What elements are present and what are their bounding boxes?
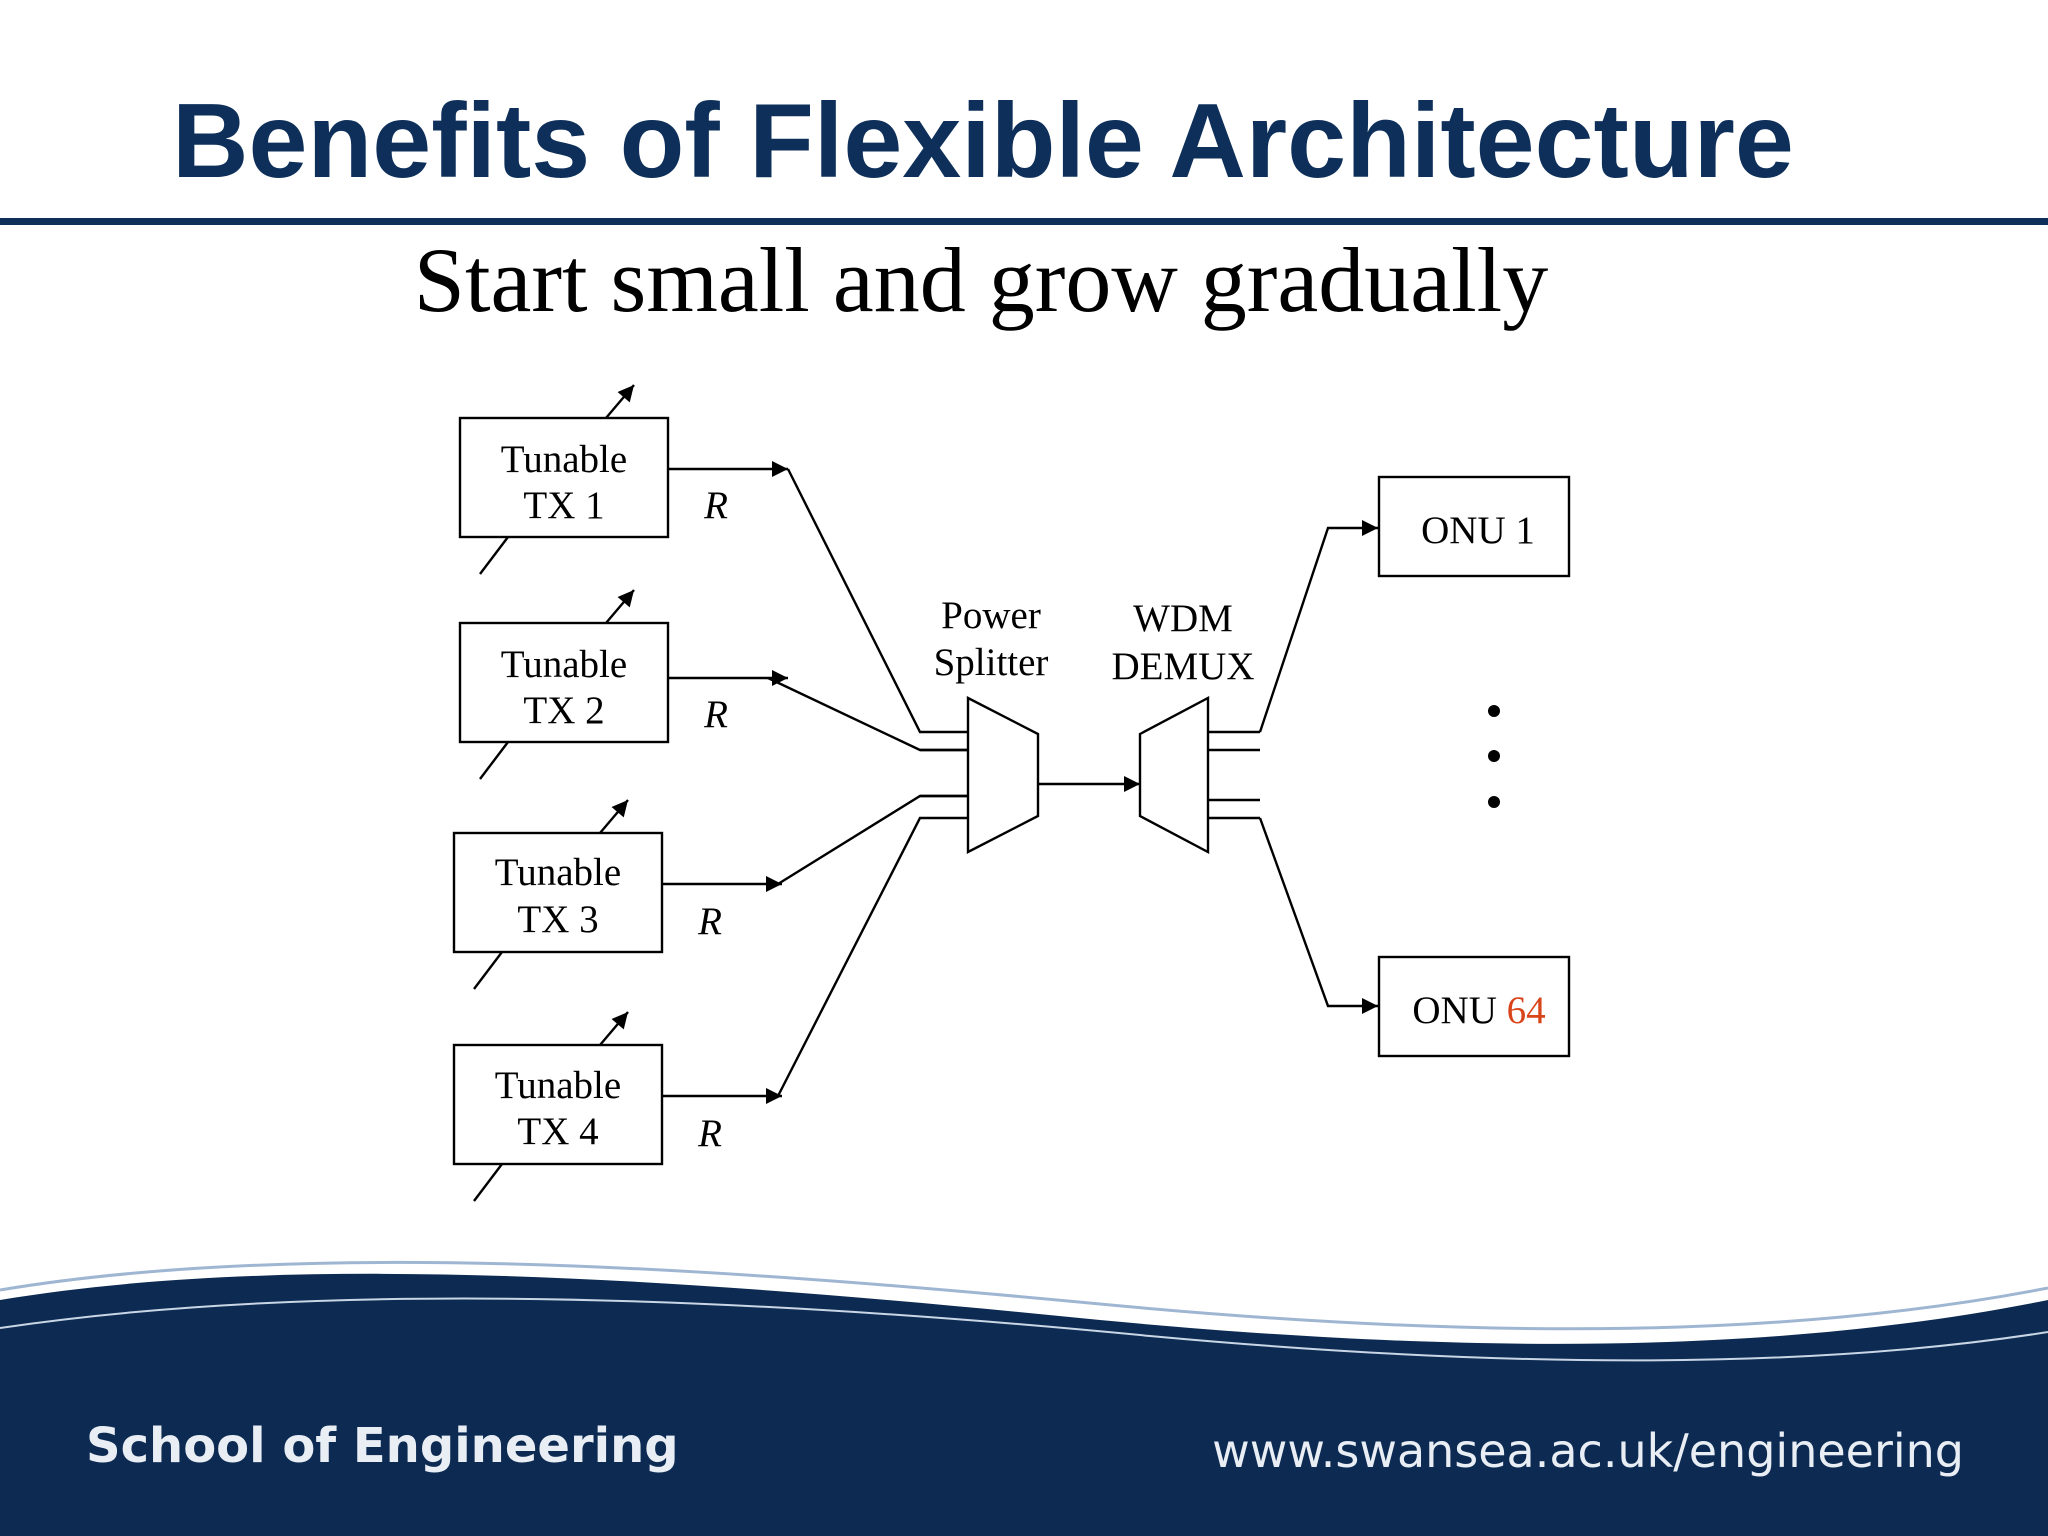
title-divider [0, 218, 2048, 225]
demux-label-line1: WDM [1133, 597, 1233, 640]
fiber-tx2-to-splitter [767, 676, 968, 752]
onu-1-prefix: ONU [1421, 509, 1506, 552]
footer-school-name: School of Engineering [86, 1418, 679, 1474]
onu-64-prefix: ONU [1412, 989, 1497, 1032]
fiber-tx4-to-splitter [776, 816, 968, 1097]
onu-1-number: 1 [1515, 509, 1535, 552]
tx-4-rate: R [697, 1112, 722, 1155]
onu-64-box [1377, 955, 1571, 1058]
fiber-demux-to-onu-64 [1258, 817, 1378, 1014]
tx-box [452, 1043, 664, 1166]
onu-64-label: ONU 64 [1412, 989, 1545, 1032]
onu-64-number: 64 [1507, 989, 1546, 1032]
tx-2-label-line1: Tunable [501, 643, 627, 686]
tx-1-rate: R [703, 484, 728, 527]
vertical-ellipsis [1488, 705, 1500, 808]
tx-1-label-line2: TX 1 [523, 484, 604, 527]
power-splitter-shape [966, 696, 1040, 854]
tx-1-label-line1: Tunable [501, 438, 627, 481]
tunable-tx-1 [458, 384, 968, 734]
footer-band [0, 1260, 2048, 1536]
footer-website-link[interactable]: www.swansea.ac.uk/engineering [1212, 1424, 1964, 1478]
tuning-arrow [605, 384, 635, 419]
tx-2-label-line2: TX 2 [523, 689, 604, 732]
onu-1-box [1377, 475, 1571, 578]
fiber-demux-to-onu-1 [1258, 520, 1378, 733]
tuning-tail [473, 951, 503, 990]
fiber-tx3-to-splitter [777, 794, 968, 886]
splitter-label-line2: Splitter [934, 641, 1049, 684]
fiber-tx1-to-splitter [786, 468, 968, 734]
pon-architecture-diagram: Tunable TX 1 R Tunable TX 2 R Tunable TX… [452, 384, 1571, 1202]
slide-subtitle: Start small and grow gradually [413, 229, 1549, 331]
footer-wave-highlight [0, 1260, 2048, 1331]
tuning-tail [479, 741, 509, 780]
wdm-demux-shape [1138, 696, 1210, 854]
demux-label-line2: DEMUX [1112, 645, 1255, 688]
tx-4-label-line1: Tunable [495, 1064, 621, 1107]
tuning-arrow [599, 1011, 629, 1046]
footer-wave-highlight-2 [0, 1297, 2048, 1362]
tx-box [458, 416, 670, 539]
tx-4-label-line2: TX 4 [517, 1110, 598, 1153]
slide-title: Benefits of Flexible Architecture [172, 82, 1794, 200]
tx-box [458, 621, 670, 744]
tuning-tail [473, 1163, 503, 1202]
tuning-tail [479, 536, 509, 575]
tuning-arrow [605, 589, 635, 624]
tx-2-rate: R [703, 693, 728, 736]
tx-3-label-line1: Tunable [495, 851, 621, 894]
tx-3-rate: R [697, 900, 722, 943]
splitter-label-line1: Power [941, 594, 1041, 637]
onu-1-label: ONU 1 [1421, 509, 1535, 552]
tunable-tx-4 [452, 816, 968, 1202]
tx-box [452, 831, 664, 954]
tx-3-label-line2: TX 3 [517, 898, 598, 941]
footer-wave-fill [0, 1273, 2048, 1536]
tuning-arrow [599, 799, 629, 834]
